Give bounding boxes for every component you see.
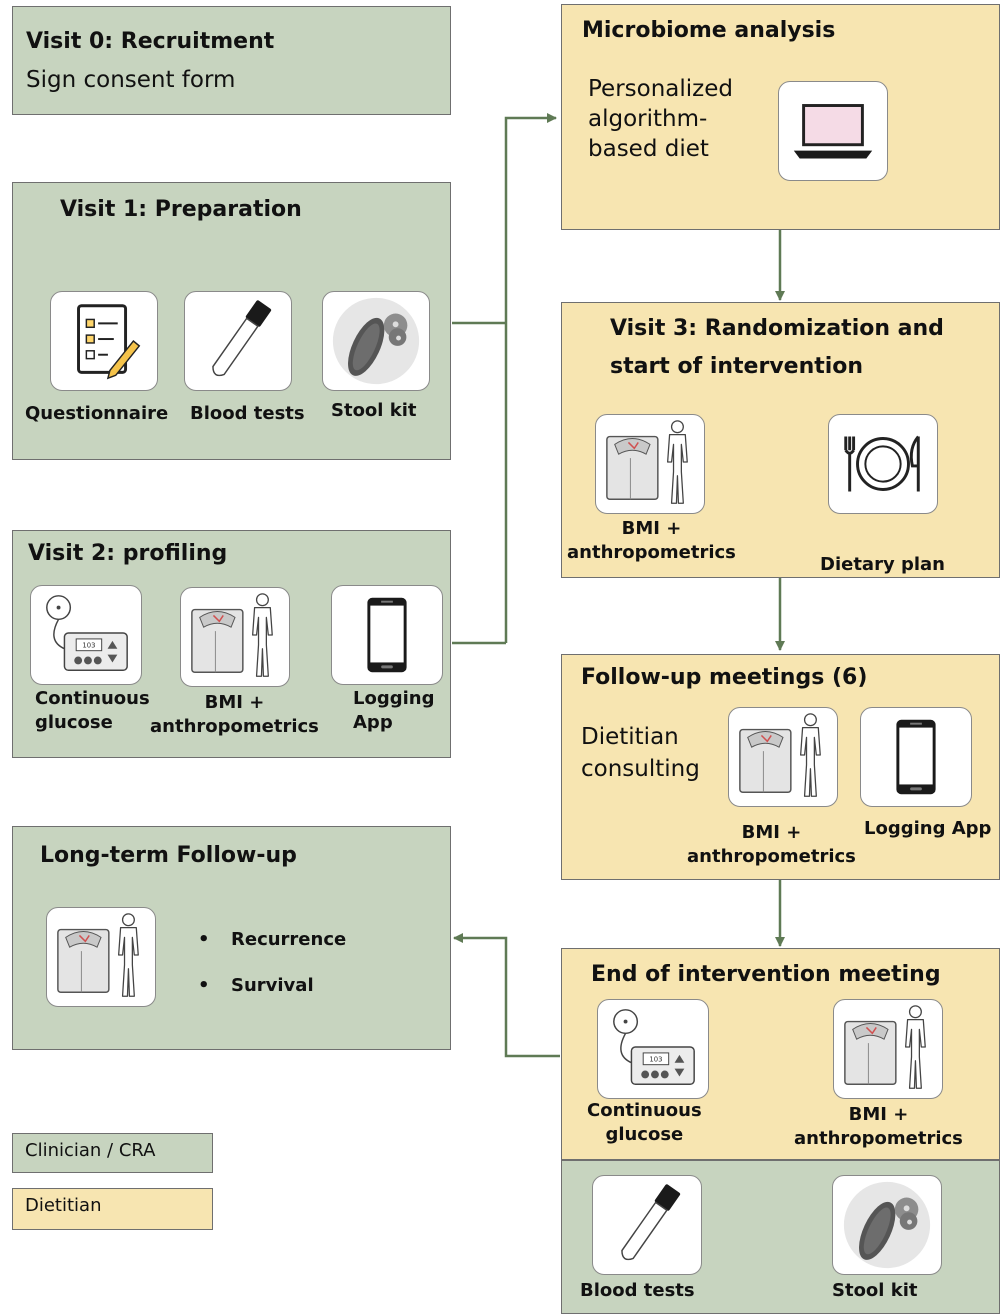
continuous-glucose-label: Continuous glucose (35, 688, 150, 734)
end-box-dietitian: End of intervention meeting Continuous g… (561, 948, 1000, 1160)
visit3-title-line1: Visit 3: Randomization and (610, 316, 944, 341)
visit1-title: Visit 1: Preparation (60, 197, 302, 222)
laptop-icon (778, 81, 888, 181)
plate-cutlery-icon (828, 414, 938, 514)
arrow-to-longterm (453, 933, 560, 1058)
questionnaire-icon (50, 291, 158, 391)
bacteria-icon (832, 1175, 942, 1275)
questionnaire-label: Questionnaire (25, 403, 169, 424)
microbiome-text: Personalized algorithm- based diet (588, 76, 733, 162)
visit0-title: Visit 0: Recruitment (26, 29, 275, 54)
bmi-label: BMI + anthropometrics (567, 518, 736, 564)
scale-body-icon (180, 587, 290, 687)
microbiome-title: Microbiome analysis (582, 18, 836, 43)
blood-tests-label: Blood tests (190, 403, 305, 424)
visit2-box: Visit 2: profiling Continuous glucose BM… (12, 530, 451, 758)
bullet-dot: • (198, 975, 210, 996)
continuous-glucose-label: Continuous glucose (587, 1100, 702, 1146)
scale-body-icon (728, 707, 838, 807)
longterm-box: Long-term Follow-up • Recurrence • Survi… (12, 826, 451, 1050)
recurrence-bullet: Recurrence (231, 929, 347, 950)
blood-tube-icon (184, 291, 292, 391)
blood-tube-icon (592, 1175, 702, 1275)
logging-app-label: Logging App (353, 688, 435, 734)
visit2-title: Visit 2: profiling (28, 541, 228, 566)
bmi-label: BMI + anthropometrics (794, 1104, 963, 1150)
followup-text: Dietitian consulting (581, 724, 700, 783)
legend-clinician: Clinician / CRA (12, 1133, 213, 1173)
scale-body-icon (46, 907, 156, 1007)
smartphone-icon (331, 585, 443, 685)
legend-clinician-label: Clinician / CRA (25, 1140, 156, 1161)
legend-dietitian-label: Dietitian (25, 1195, 102, 1216)
blood-tests-label: Blood tests (580, 1280, 695, 1301)
microbiome-box: Microbiome analysis Personalized algorit… (561, 4, 1000, 230)
end-title: End of intervention meeting (591, 962, 941, 987)
smartphone-icon (860, 707, 972, 807)
bmi-label: BMI + anthropometrics (150, 692, 319, 738)
followup-title: Follow-up meetings (6) (581, 665, 868, 690)
survival-bullet: Survival (231, 975, 314, 996)
bullet-dot: • (198, 929, 210, 950)
stool-kit-label: Stool kit (832, 1280, 918, 1301)
glucose-monitor-icon (597, 999, 709, 1099)
legend-dietitian: Dietitian (12, 1188, 213, 1230)
visit0-text: Sign consent form (26, 67, 236, 93)
bacteria-icon (322, 291, 430, 391)
end-box-clinician: Blood tests Stool kit (561, 1160, 1000, 1314)
bmi-label: BMI + anthropometrics (687, 822, 856, 868)
dietary-plan-label: Dietary plan (820, 554, 945, 575)
longterm-title: Long-term Follow-up (40, 843, 297, 868)
scale-body-icon (833, 999, 943, 1099)
followup-box: Follow-up meetings (6) Dietitian consult… (561, 654, 1000, 880)
glucose-monitor-icon (30, 585, 142, 685)
visit3-box: Visit 3: Randomization and start of inte… (561, 302, 1000, 578)
stool-kit-label: Stool kit (331, 400, 417, 421)
visit3-title-line2: start of intervention (610, 354, 864, 379)
logging-app-label: Logging App (864, 818, 992, 839)
arrow-to-microbiome (504, 113, 557, 643)
visit1-box: Visit 1: Preparation Questionnaire Blood… (12, 182, 451, 460)
scale-body-icon (595, 414, 705, 514)
visit0-box: Visit 0: Recruitment Sign consent form (12, 6, 451, 115)
